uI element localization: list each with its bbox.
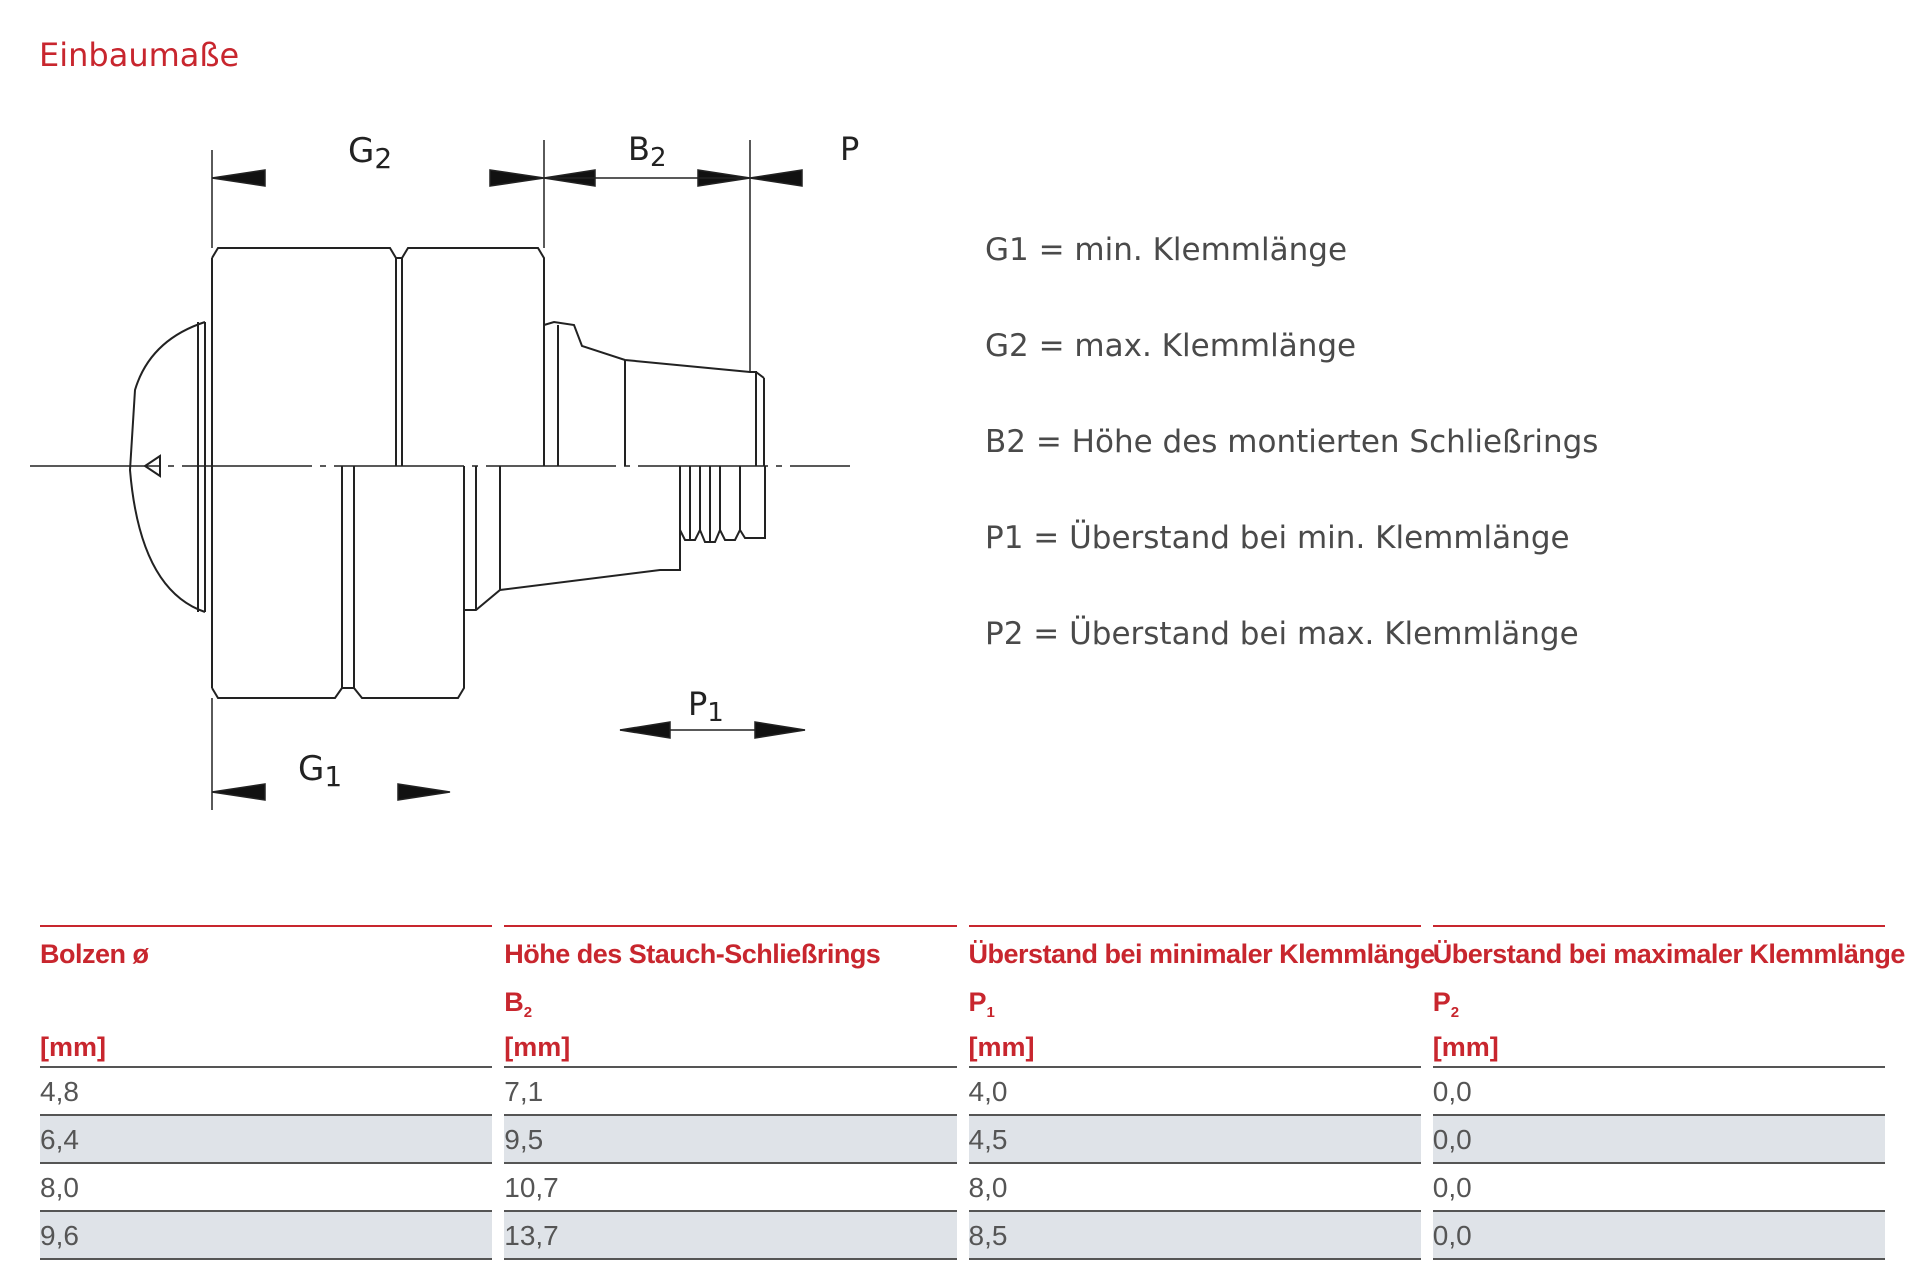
table-cell: 4,0 bbox=[968, 1068, 1421, 1116]
legend-item-p1: P1 = Überstand bei min. Klemmlänge bbox=[985, 520, 1570, 556]
label-g1: G1 bbox=[298, 749, 342, 793]
table-cell: 8,0 bbox=[40, 1164, 493, 1212]
column-header: Höhe des Stauch-Schließrings B2 [mm] bbox=[504, 925, 957, 1068]
table-cell: 0,0 bbox=[1432, 1116, 1885, 1164]
legend-item-b2: B2 = Höhe des montierten Schließrings bbox=[985, 424, 1599, 460]
column-protrusion-max: Überstand bei maximaler Klemmlänge P2 [m… bbox=[1432, 925, 1905, 1260]
table-cell: 0,0 bbox=[1432, 1164, 1885, 1212]
label-b2: B2 bbox=[628, 130, 667, 173]
column-header: Überstand bei maximaler Klemmlänge P2 [m… bbox=[1432, 925, 1905, 1068]
label-p1: P1 bbox=[688, 685, 724, 728]
table-cell: 13,7 bbox=[504, 1212, 957, 1260]
table-cell: 6,4 bbox=[40, 1116, 493, 1164]
table-cell: 0,0 bbox=[1432, 1068, 1885, 1116]
table-cell: 0,0 bbox=[1432, 1212, 1885, 1260]
table-cell: 4,5 bbox=[968, 1116, 1421, 1164]
legend-item-g2: G2 = max. Klemmlänge bbox=[985, 328, 1357, 364]
column-protrusion-min: Überstand bei minimaler Klemmlänge P1 [m… bbox=[968, 925, 1435, 1260]
column-ring-height: Höhe des Stauch-Schließrings B2 [mm] 7,1… bbox=[504, 925, 957, 1260]
installation-dimensions-drawing: G2 B2 P2 P1 G1 bbox=[30, 130, 860, 810]
table-cell: 10,7 bbox=[504, 1164, 957, 1212]
page-title: Einbaumaße bbox=[39, 36, 240, 74]
column-header: Bolzen ø [mm] bbox=[40, 925, 493, 1068]
dimension-legend: G1 = min. Klemmlänge G2 = max. Klemmläng… bbox=[985, 228, 1598, 708]
column-bolt-diameter: Bolzen ø [mm] 4,8 6,4 8,0 9,6 bbox=[40, 925, 493, 1260]
legend-item-p2: P2 = Überstand bei max. Klemmlänge bbox=[985, 616, 1579, 652]
legend-item-g1: G1 = min. Klemmlänge bbox=[985, 232, 1348, 268]
table-cell: 8,5 bbox=[968, 1212, 1421, 1260]
column-header: Überstand bei minimaler Klemmlänge P1 [m… bbox=[968, 925, 1435, 1068]
table-cell: 7,1 bbox=[504, 1068, 957, 1116]
table-cell: 8,0 bbox=[968, 1164, 1421, 1212]
table-cell: 4,8 bbox=[40, 1068, 493, 1116]
label-g2: G2 bbox=[348, 131, 392, 175]
table-cell: 9,5 bbox=[504, 1116, 957, 1164]
label-p2: P2 bbox=[840, 130, 860, 173]
table-cell: 9,6 bbox=[40, 1212, 493, 1260]
dimensions-table: Bolzen ø [mm] 4,8 6,4 8,0 9,6 Höhe des S… bbox=[40, 925, 1905, 1260]
